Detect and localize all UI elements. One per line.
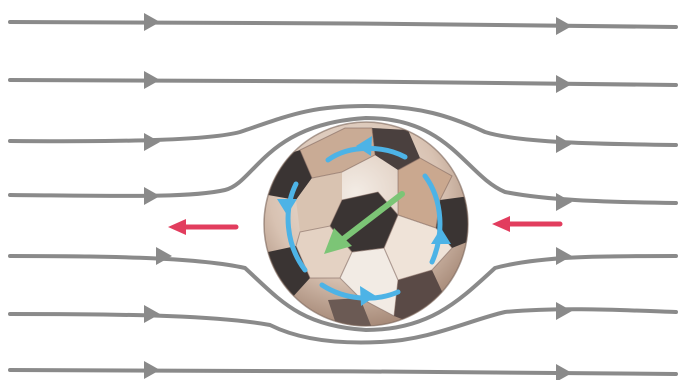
streamline-arrow-icon	[156, 247, 172, 265]
streamline-1	[10, 22, 676, 27]
streamline-arrow-icon	[144, 305, 160, 323]
streamline-7	[10, 370, 676, 374]
streamline-arrow-icon	[144, 133, 160, 151]
streamline-arrow-icon	[144, 187, 160, 205]
streamline-arrow-icon	[556, 364, 572, 380]
streamline-arrow-icon	[144, 361, 160, 379]
force-arrow-icon	[492, 216, 560, 232]
streamline-arrow-icon	[556, 193, 572, 211]
streamline-arrow-icon	[556, 75, 572, 93]
streamline-arrow-icon	[556, 17, 572, 35]
force-arrow-icon	[168, 219, 236, 235]
streamline-2	[10, 80, 676, 85]
streamline-arrow-icon	[556, 302, 572, 320]
streamline-arrow-icon	[556, 247, 572, 265]
streamline-arrow-icon	[144, 13, 160, 31]
streamline-arrow-icon	[556, 135, 572, 153]
streamline-arrow-icon	[144, 71, 160, 89]
